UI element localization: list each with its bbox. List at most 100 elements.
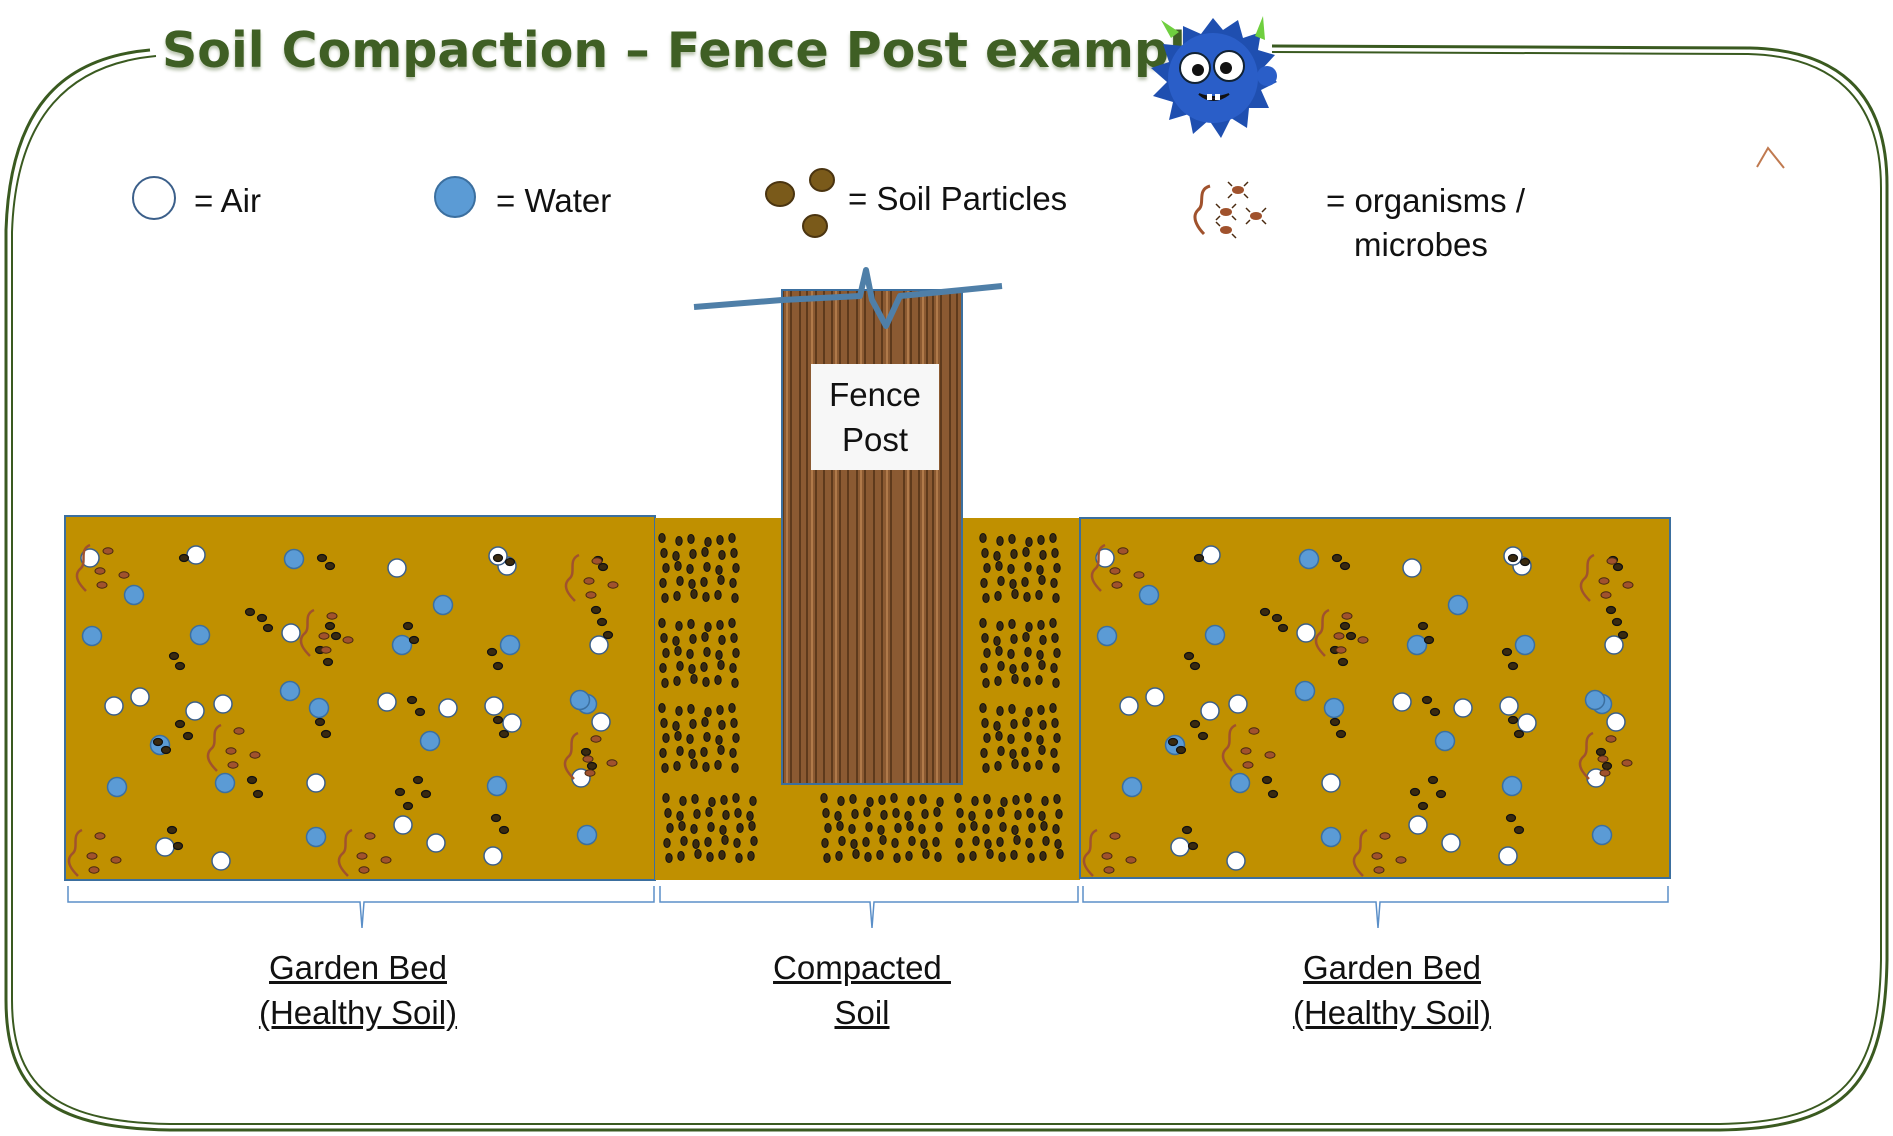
air-pocket [1392,692,1412,712]
compacted-particle [716,535,724,545]
compacted-particle [1053,563,1061,573]
compacted-particle [971,796,979,806]
compacted-particle [1037,705,1045,715]
compacted-particle [1052,678,1060,688]
compacted-particle [716,705,724,715]
compacted-particle [1052,824,1060,834]
compacted-particle [732,648,740,658]
compacted-particle [701,547,709,557]
compacted-particle [686,564,694,574]
air-pocket [1606,712,1626,732]
organism-bug [94,832,106,840]
compacted-particle [672,721,680,731]
soil-particle [414,707,426,717]
compacted-particle [1009,664,1017,674]
air-icon [132,176,176,220]
soil-particle-icon [765,168,835,238]
compacted-particle [979,703,987,713]
compacted-particle [714,590,722,600]
organism-bug [591,557,603,565]
water-droplet [391,634,413,656]
organism-worm [1578,731,1594,780]
compacted-particle [718,550,726,560]
compacted-particle [981,548,989,558]
compacted-particle [1050,663,1058,673]
compacted-particle [1051,548,1059,558]
air-pocket [1604,635,1624,655]
soil-particle [160,745,172,755]
compacted-particle [676,746,684,756]
compacted-particle [732,793,740,803]
soil-particle [492,661,504,671]
compacted-particle [750,836,758,846]
organism-bug [102,547,114,555]
compacted-particle [688,664,696,674]
compacted-particle [679,796,687,806]
compacted-particle [1009,749,1017,759]
air-pocket [1499,696,1519,716]
compacted-particle [850,839,858,849]
compacted-particle [718,850,726,860]
compacted-particle [1040,821,1048,831]
air-pocket [426,833,446,853]
compacted-particle [690,824,698,834]
soil-particle [596,617,608,627]
air-pocket [185,701,205,721]
compacted-particle [1035,590,1043,600]
organism-bug [326,612,338,620]
compacted-particle [848,824,856,834]
water-droplet [106,776,128,798]
compacted-particle [718,720,726,730]
compacted-particle [997,807,1005,817]
organism-bug [356,852,368,860]
compacted-particle [690,759,698,769]
compacted-particle [691,794,699,804]
compacted-particle [676,661,684,671]
compacted-particle [995,646,1003,656]
water-droplet [569,689,591,711]
water-droplet [81,625,103,647]
compacted-particle [986,849,994,859]
organism-bug [1605,735,1617,743]
soil-particle [1513,825,1525,835]
soil-particle [152,737,164,747]
compacted-particle [686,734,694,744]
water-droplet [1294,680,1316,702]
compacted-particle [1049,703,1057,713]
water-droplet [1229,772,1251,794]
compacted-particle [836,821,844,831]
compacted-particle [728,533,736,543]
compacted-particle [674,561,682,571]
organism-bug [1109,832,1121,840]
compacted-particle [876,850,884,860]
compacted-particle [700,577,708,587]
compacted-particle [664,808,672,818]
compacted-particle [732,733,740,743]
soil-particle [262,623,274,633]
legend-soil-label: = Soil Particles [848,180,1068,217]
organism-worm [1314,608,1330,657]
soil-particle [1167,737,1179,747]
organism-bug [1622,581,1634,589]
soil-particle [412,775,424,785]
soil-particle [1417,621,1429,631]
air-pocket [1498,846,1518,866]
air-pocket [104,696,124,716]
compacted-particle [834,811,842,821]
compacted-particle [958,823,966,833]
soil-particle [1187,841,1199,851]
compacted-particle [1008,704,1016,714]
compacted-particle [980,663,988,673]
organism-bug [1335,646,1347,654]
compacted-particle [666,823,674,833]
air-pocket [483,846,503,866]
compacted-particle [689,549,697,559]
compacted-particle [1011,825,1019,835]
organism-bug [1240,747,1252,755]
soil-particle [166,825,178,835]
compacted-particle [662,793,670,803]
compacted-particle [660,548,668,558]
compacted-particle [659,663,667,673]
air-pocket [1200,701,1220,721]
compacted-particle [736,823,744,833]
